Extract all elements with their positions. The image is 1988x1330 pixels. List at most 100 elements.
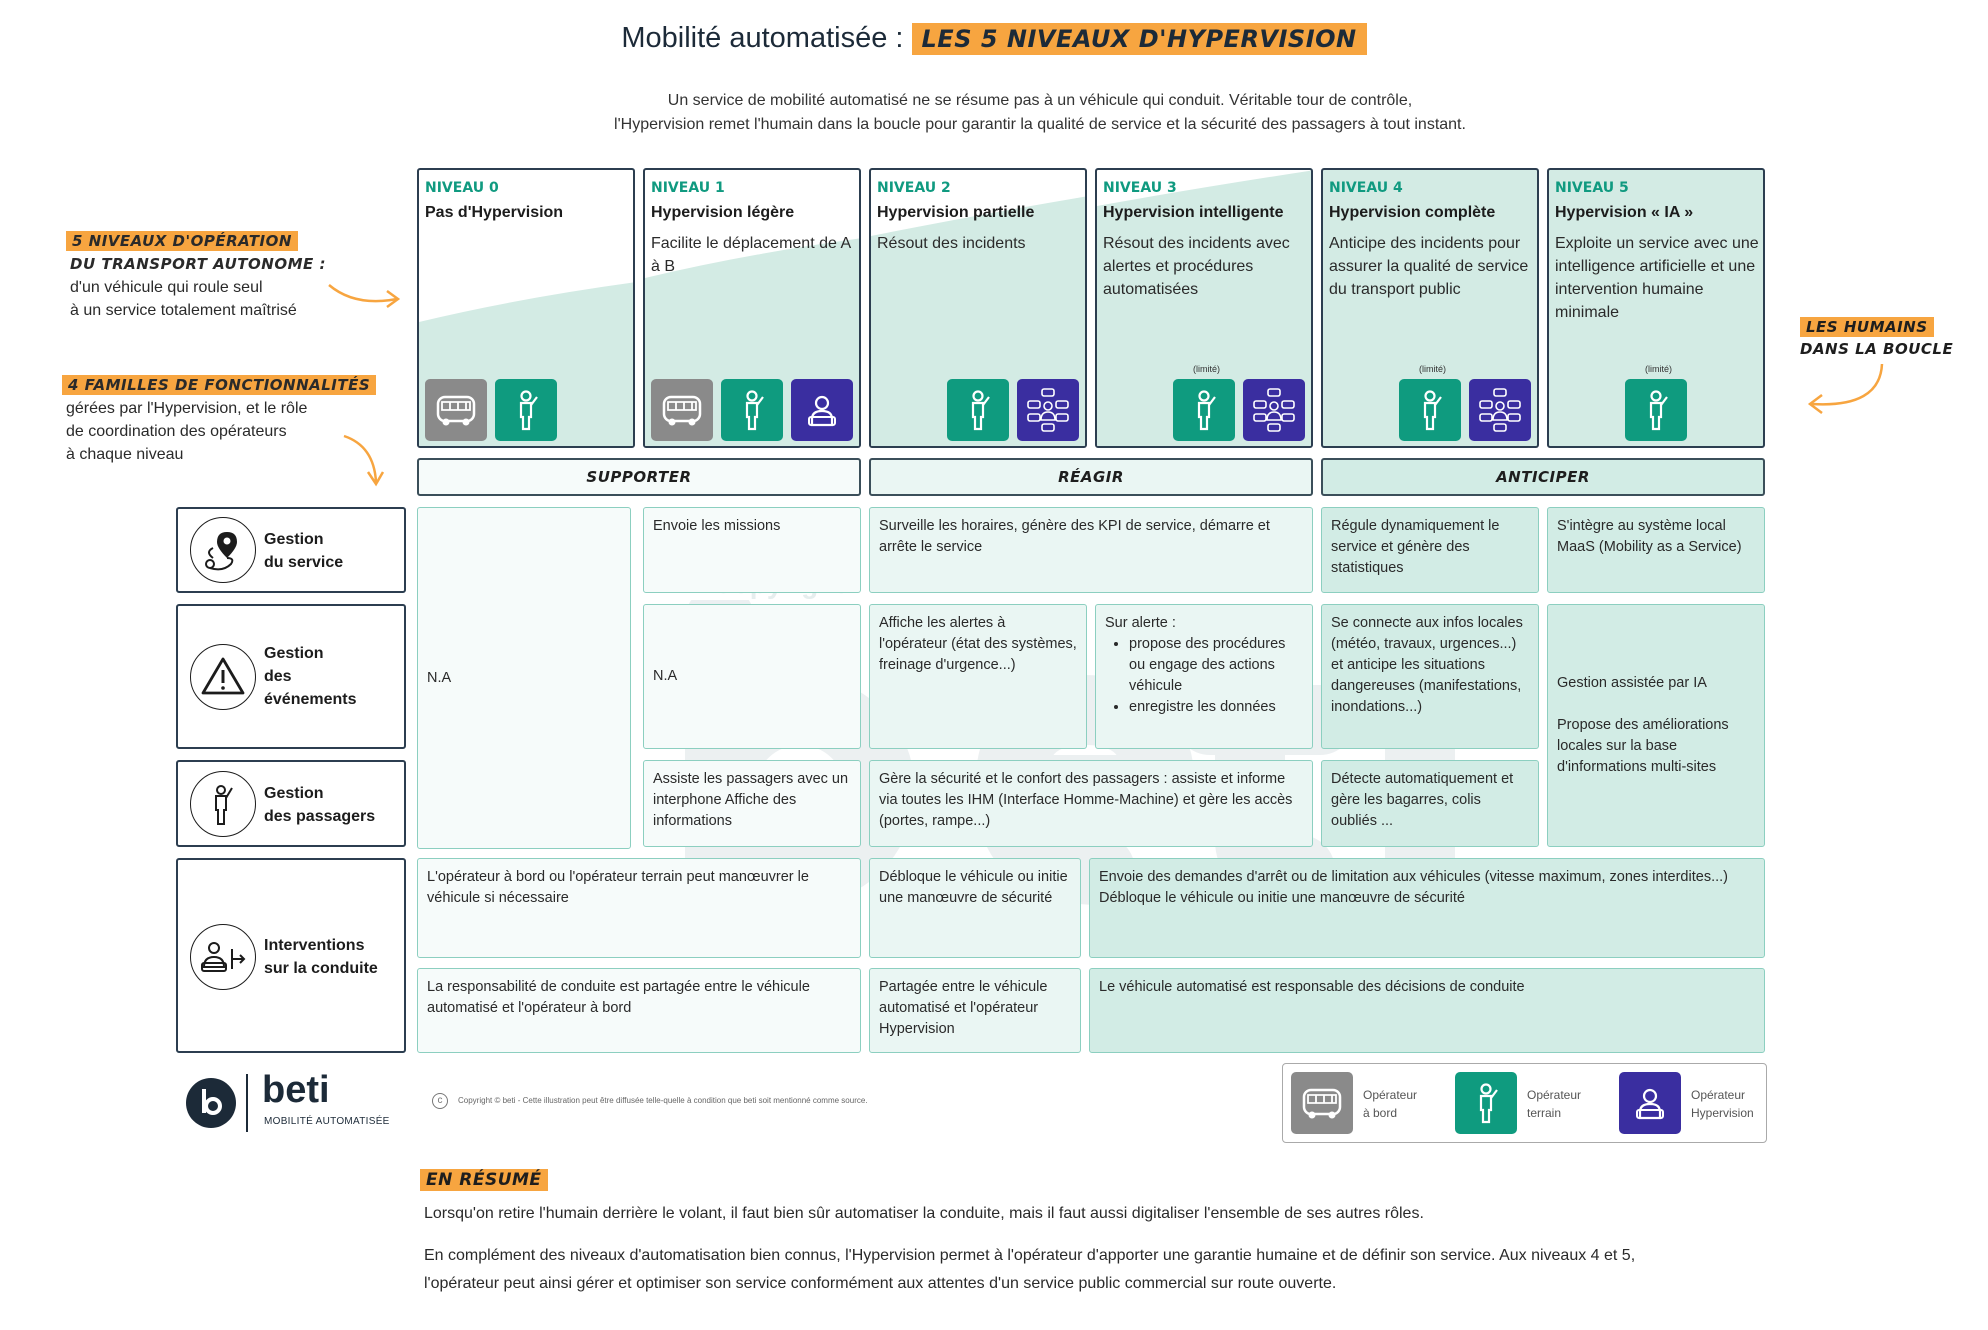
cell-driving-a-level-3-5: Envoie des demandes d'arrêt ou de limita…: [1089, 858, 1765, 958]
summary-paragraph-1: Lorsqu'on retire l'humain derrière le vo…: [424, 1205, 1424, 1222]
level-4-limit: (limité): [1419, 364, 1446, 374]
level-2-desc: Résout des incidents: [877, 235, 1026, 252]
ia-l5-line-2: Propose des améliorations locales sur la…: [1557, 717, 1729, 775]
families-text-2: de coordination des opérateurs: [66, 423, 287, 440]
legend-onboard-2: à bord: [1363, 1106, 1398, 1120]
page-title: Mobilité automatisée : Les 5 niveaux d'H…: [0, 22, 1988, 55]
humans-line-1: Les humains: [1800, 317, 1934, 337]
level-5-card: NIVEAU 5 Hypervision « IA » Exploite un …: [1547, 168, 1765, 448]
cell-service-level-4: Régule dynamiquement le service et génèr…: [1321, 507, 1539, 593]
bus-operator-icon: [651, 379, 713, 441]
cell-driving-b-level-2: Partagée entre le véhicule automatisé et…: [869, 968, 1081, 1053]
hypervision-network-icon: [1017, 379, 1079, 441]
cell-na-level-0: N.A: [417, 507, 631, 849]
level-5-desc: Exploite un service avec une intelligenc…: [1555, 235, 1759, 321]
bus-operator-icon: [1291, 1072, 1353, 1134]
copyright-icon: c: [432, 1093, 448, 1109]
cell-driving-b-level-0-1: La responsabilité de conduite est partag…: [417, 968, 861, 1053]
hypervision-operator-icon: [791, 379, 853, 441]
level-2-name: Hypervision partielle: [877, 204, 1035, 221]
levels-heading-1: 5 niveaux d'opération: [66, 231, 298, 251]
cell-ia-level-5: Gestion assistée par IA Propose des amél…: [1547, 604, 1765, 847]
family-driving-line-2: sur la conduite: [264, 960, 378, 977]
level-3-card: NIVEAU 3 Hypervision intelligente Résout…: [1095, 168, 1313, 448]
events-l3-bullet-1: propose des procédures ou engage des act…: [1129, 634, 1303, 697]
location-route-icon: [190, 517, 256, 583]
legend-field-2: terrain: [1527, 1106, 1562, 1120]
level-5-name: Hypervision « IA »: [1555, 204, 1694, 221]
warning-icon: [190, 644, 256, 710]
category-anticiper: Anticiper: [1321, 458, 1765, 496]
hypervision-network-icon: [1243, 379, 1305, 441]
level-5-tag: NIVEAU 5: [1555, 180, 1629, 196]
cell-passengers-level-2-3: Gère la sécurité et le confort des passa…: [869, 760, 1313, 847]
brand-logo-icon: [186, 1078, 236, 1128]
level-1-desc: Facilite le déplacement de A à B: [651, 235, 851, 275]
intro-line-1: Un service de mobilité automatisé ne se …: [667, 92, 1413, 109]
field-operator-icon: [1455, 1072, 1517, 1134]
level-2-tag: NIVEAU 2: [877, 180, 951, 196]
level-3-tag: NIVEAU 3: [1103, 180, 1177, 196]
summary-paragraph-2a: En complément des niveaux d'automatisati…: [424, 1247, 1636, 1264]
level-1-card: NIVEAU 1 Hypervision légère Facilite le …: [643, 168, 861, 448]
field-operator-icon: [1399, 379, 1461, 441]
humans-line-2: dans la boucle: [1800, 340, 1954, 358]
summary-section: En résumé Lorsqu'on retire l'humain derr…: [420, 1169, 1780, 1298]
level-4-name: Hypervision complète: [1329, 204, 1496, 221]
legend-onboard-1: Opérateur: [1363, 1088, 1418, 1102]
levels-note: 5 niveaux d'opération du transport auton…: [66, 230, 386, 322]
level-0-tag: NIVEAU 0: [425, 180, 499, 196]
steering-operator-icon: [190, 924, 256, 990]
category-supporter: Supporter: [417, 458, 861, 496]
bus-operator-icon: [425, 379, 487, 441]
level-2-card: NIVEAU 2 Hypervision partielle Résout de…: [869, 168, 1087, 448]
family-passengers: Gestion des passagers: [176, 760, 406, 847]
cell-events-level-2: Affiche les alertes à l'opérateur (état …: [869, 604, 1087, 749]
family-service-line-2: du service: [264, 554, 344, 571]
drive-a-l345-line-2: Débloque le véhicule ou initie une manœu…: [1099, 890, 1465, 906]
cell-driving-a-level-2: Débloque le véhicule ou initie une manœu…: [869, 858, 1081, 958]
events-l3-bullet-2: enregistre les données: [1129, 697, 1303, 718]
events-l3-intro: Sur alerte :: [1105, 615, 1176, 631]
family-events-line-1: Gestion: [264, 645, 324, 662]
passenger-icon: [190, 771, 256, 837]
summary-heading: En résumé: [420, 1169, 548, 1191]
brand-name: beti: [262, 1069, 330, 1111]
legend-hyper-2: Hypervision: [1691, 1106, 1754, 1120]
level-0-card: NIVEAU 0 Pas d'Hypervision: [417, 168, 635, 448]
humans-note: Les humains dans la boucle: [1800, 316, 1953, 360]
cell-events-level-1: N.A: [643, 604, 861, 749]
family-passengers-line-2: des passagers: [264, 808, 376, 825]
family-driving-line-1: Interventions: [264, 937, 365, 954]
cell-service-level-5: S'intègre au système local MaaS (Mobilit…: [1547, 507, 1765, 593]
levels-text-1: d'un véhicule qui roule seul: [70, 279, 263, 296]
brand-divider: [246, 1074, 248, 1132]
level-0-name: Pas d'Hypervision: [425, 204, 564, 221]
field-operator-icon: [721, 379, 783, 441]
drive-a-l345-line-1: Envoie des demandes d'arrêt ou de limita…: [1099, 869, 1728, 885]
families-text-3: à chaque niveau: [66, 446, 184, 463]
cell-service-level-1: Envoie les missions: [643, 507, 861, 593]
level-5-limit: (limité): [1645, 364, 1672, 374]
family-events: Gestion des événements: [176, 604, 406, 749]
family-service: Gestion du service: [176, 507, 406, 593]
hypervision-operator-icon: [1619, 1072, 1681, 1134]
summary-paragraph-2b: l'opérateur peut ainsi gérer et optimise…: [424, 1275, 1337, 1292]
families-note: 4 familles de fonctionnalités gérées par…: [62, 374, 382, 466]
field-operator-icon: [1173, 379, 1235, 441]
intro-line-2: l'Hypervision remet l'humain dans la bou…: [614, 116, 1466, 133]
levels-text-2: à un service totalement maîtrisé: [70, 302, 297, 319]
families-heading: 4 familles de fonctionnalités: [62, 375, 377, 395]
level-1-tag: NIVEAU 1: [651, 180, 725, 196]
level-1-name: Hypervision légère: [651, 204, 795, 221]
category-reagir: Réagir: [869, 458, 1313, 496]
hypervision-network-icon: [1469, 379, 1531, 441]
cell-driving-a-level-0-1: L'opérateur à bord ou l'opérateur terrai…: [417, 858, 861, 958]
copyright-notice: Copyright © beti - Cette illustration pe…: [458, 1096, 868, 1105]
cell-driving-b-level-3-5: Le véhicule automatisé est responsable d…: [1089, 968, 1765, 1053]
family-events-line-3: événements: [264, 691, 357, 708]
family-service-line-1: Gestion: [264, 531, 324, 548]
field-operator-icon: [947, 379, 1009, 441]
field-operator-icon: [495, 379, 557, 441]
cell-events-level-4: Se connecte aux infos locales (météo, tr…: [1321, 604, 1539, 749]
